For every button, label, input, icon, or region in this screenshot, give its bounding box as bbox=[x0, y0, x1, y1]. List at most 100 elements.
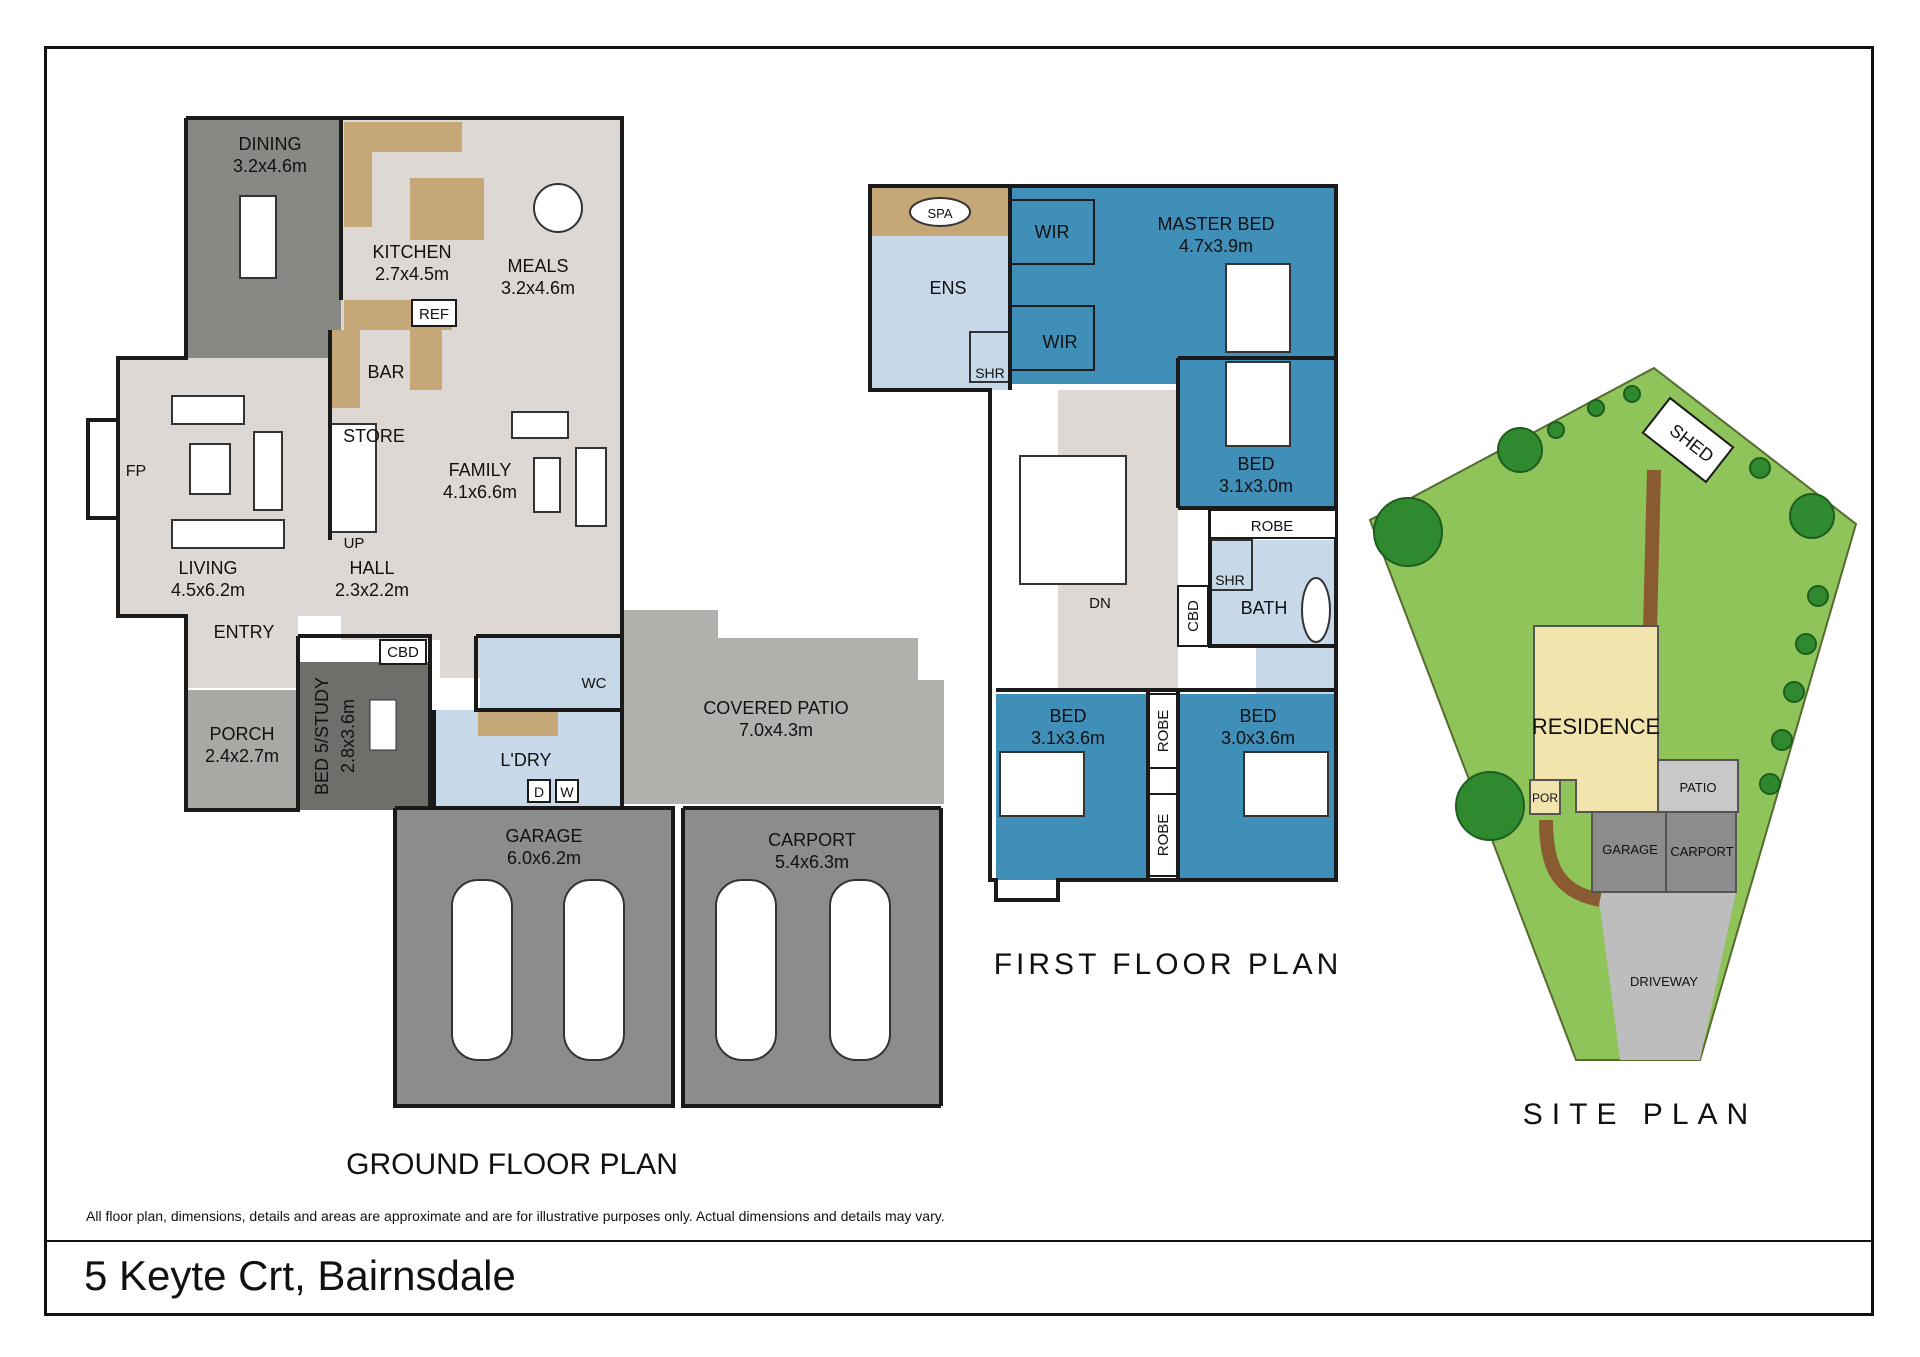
meals-name: MEALS bbox=[507, 256, 568, 276]
dining-size: 3.2x4.6m bbox=[233, 156, 307, 176]
ground-stairs bbox=[329, 423, 377, 533]
bed-2-size: 3.1x3.0m bbox=[1219, 476, 1293, 496]
dryer-label: D bbox=[534, 784, 544, 800]
bed-3-size: 3.1x3.6m bbox=[1031, 728, 1105, 748]
family-sofa-side bbox=[575, 447, 607, 527]
hall-size: 2.3x2.2m bbox=[335, 580, 409, 600]
garage bbox=[395, 808, 673, 1106]
entry-area bbox=[186, 616, 298, 688]
tree-right-1 bbox=[1789, 493, 1835, 539]
ref-box bbox=[411, 299, 457, 327]
tree-top-1 bbox=[1497, 427, 1543, 473]
family-table bbox=[533, 457, 561, 513]
kitchen-size: 2.7x4.5m bbox=[375, 264, 449, 284]
family-size: 4.1x6.6m bbox=[443, 482, 517, 502]
first-wc bbox=[1256, 648, 1336, 694]
laundry-bench bbox=[478, 712, 558, 736]
living-coffee-table bbox=[189, 443, 231, 495]
living-name: LIVING bbox=[178, 558, 237, 578]
tree-left-mid bbox=[1455, 771, 1525, 841]
robe-bed3-label: ROBE bbox=[1155, 710, 1172, 753]
up-label: UP bbox=[344, 535, 365, 552]
cbd-ground-label: CBD bbox=[387, 644, 419, 661]
study-name: BED 5/STUDY bbox=[312, 677, 332, 795]
site-carport bbox=[1665, 811, 1737, 893]
bed-4 bbox=[1243, 751, 1329, 817]
ground-floor-plan: DINING 3.2x4.6m KITCHEN 2.7x4.5m MEALS 3… bbox=[86, 116, 944, 1181]
tree-left-top bbox=[1373, 497, 1443, 567]
ref-label: REF bbox=[419, 306, 449, 323]
site-shed bbox=[1641, 396, 1735, 484]
bar-label: BAR bbox=[367, 362, 404, 382]
wc-label: WC bbox=[582, 675, 607, 692]
site-porch-label: POR bbox=[1532, 791, 1558, 805]
robe-bed4 bbox=[1147, 793, 1179, 877]
property-address: 5 Keyte Crt, Bairnsdale bbox=[84, 1252, 516, 1299]
site-plan-title: SITE PLAN bbox=[1523, 1098, 1757, 1131]
site-residence-label: RESIDENCE bbox=[1532, 714, 1660, 739]
dn-label: DN bbox=[1089, 595, 1111, 612]
site-path bbox=[1539, 469, 1661, 907]
site-driveway-label: DRIVEWAY bbox=[1630, 974, 1698, 989]
washer-box bbox=[555, 779, 579, 803]
carport-car-2 bbox=[829, 879, 891, 1061]
carport-size: 5.4x6.3m bbox=[775, 852, 849, 872]
first-stairs bbox=[1019, 455, 1127, 585]
plan-frame bbox=[44, 46, 1874, 1316]
shr-ens-label: SHR bbox=[975, 365, 1005, 381]
master-size: 4.7x3.9m bbox=[1179, 236, 1253, 256]
ens-label: ENS bbox=[929, 278, 966, 298]
master-bed bbox=[1225, 263, 1291, 353]
site-plan: SHED RESIDENCE POR PATIO GARAGE CARPORT … bbox=[1368, 366, 1858, 1131]
washer-label: W bbox=[560, 784, 574, 800]
study-room bbox=[298, 662, 430, 810]
wir-bottom-label: WIR bbox=[1043, 332, 1078, 352]
kitchen-side-bench bbox=[344, 152, 372, 227]
first-floor-plan: SPA ENS WIR WIR SHR MASTER BED 4.7x3.9m … bbox=[868, 184, 1343, 981]
robe-bed2-label: ROBE bbox=[1251, 518, 1294, 535]
tree-right-6 bbox=[1771, 729, 1793, 751]
disclaimer-text: All floor plan, dimensions, details and … bbox=[86, 1208, 945, 1224]
meals-table bbox=[533, 183, 583, 233]
living-sofa-bottom bbox=[171, 519, 285, 549]
patio-size: 7.0x4.3m bbox=[739, 720, 813, 740]
porch-size: 2.4x2.7m bbox=[205, 746, 279, 766]
tree-right-3 bbox=[1807, 585, 1829, 607]
wc-area bbox=[480, 638, 622, 710]
fp-label: FP bbox=[126, 463, 146, 480]
bar-bench bbox=[410, 330, 442, 390]
garage-name: GARAGE bbox=[505, 826, 582, 846]
study-desk bbox=[369, 699, 397, 751]
bed-4-name: BED bbox=[1239, 706, 1276, 726]
cbd-ground bbox=[379, 639, 427, 665]
entry-label: ENTRY bbox=[214, 622, 275, 642]
bed-4-size: 3.0x3.6m bbox=[1221, 728, 1295, 748]
carport-car-1 bbox=[715, 879, 777, 1061]
garage-car-2 bbox=[563, 879, 625, 1061]
carport-name: CARPORT bbox=[768, 830, 856, 850]
first-floor-title: FIRST FLOOR PLAN bbox=[994, 948, 1343, 981]
bed-3 bbox=[999, 751, 1085, 817]
dining-table bbox=[239, 195, 277, 279]
hall-name: HALL bbox=[349, 558, 394, 578]
footer-divider bbox=[44, 1240, 1874, 1242]
bath-tub bbox=[1301, 577, 1331, 643]
kitchen-name: KITCHEN bbox=[372, 242, 451, 262]
porch-name: PORCH bbox=[209, 724, 274, 744]
robe-bed2-box bbox=[1209, 509, 1337, 539]
bed-3-name: BED bbox=[1049, 706, 1086, 726]
dining-name: DINING bbox=[239, 134, 302, 154]
tree-top-3 bbox=[1587, 399, 1605, 417]
wir-top-label: WIR bbox=[1035, 222, 1070, 242]
shower-ens bbox=[969, 331, 1011, 383]
family-name: FAMILY bbox=[449, 460, 512, 480]
tree-top-2 bbox=[1547, 421, 1565, 439]
garage-size: 6.0x6.2m bbox=[507, 848, 581, 868]
cbd-first-label: CBD bbox=[1185, 600, 1202, 632]
covered-patio bbox=[624, 610, 944, 804]
porch bbox=[186, 690, 298, 810]
master-name: MASTER BED bbox=[1157, 214, 1274, 234]
bath-label: BATH bbox=[1241, 598, 1288, 618]
kitchen-bench bbox=[344, 122, 462, 152]
